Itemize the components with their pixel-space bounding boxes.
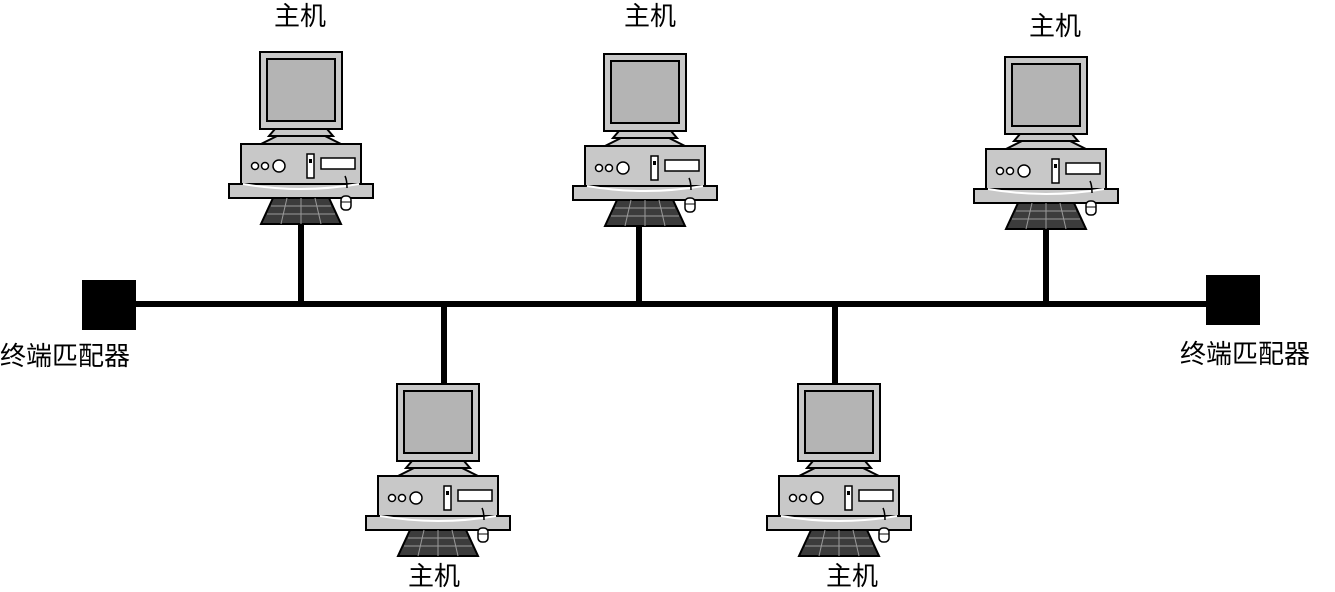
terminator-label: 终端匹配器 (1180, 340, 1311, 370)
host-label: 主机 (825, 562, 879, 592)
host-label: 主机 (1028, 12, 1082, 42)
host-label: 主机 (623, 2, 677, 32)
host-label: 主机 (273, 2, 327, 32)
computer-icon (973, 56, 1119, 230)
terminator-label: 终端匹配器 (0, 342, 131, 372)
host-label: 主机 (407, 562, 461, 592)
computer-icon (766, 383, 912, 557)
terminator-left (82, 280, 136, 330)
computer-icon (228, 51, 374, 225)
computer-icon (365, 383, 511, 557)
terminator-right (1206, 275, 1260, 325)
computer-icon (572, 53, 718, 227)
